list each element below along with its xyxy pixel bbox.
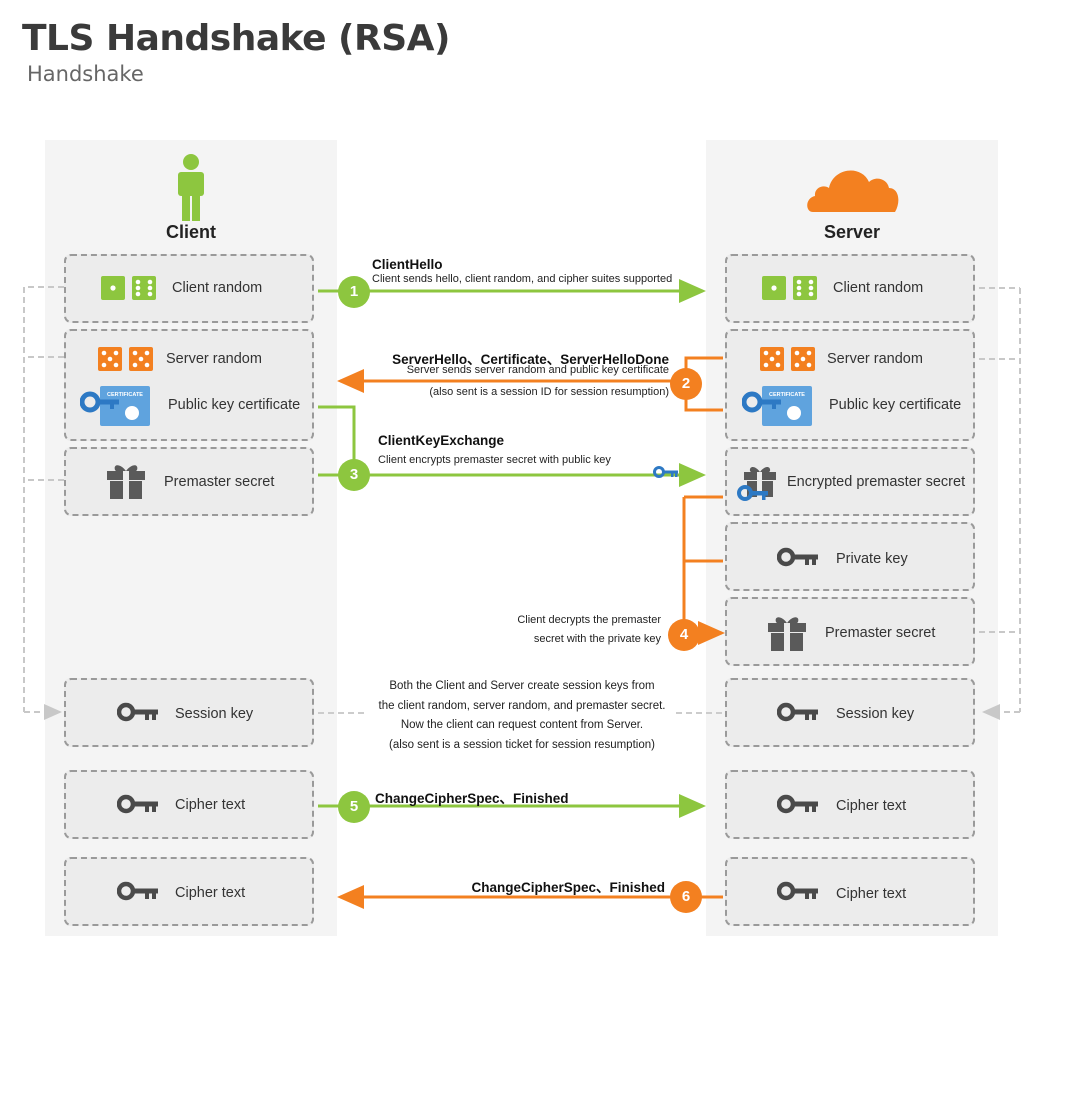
- key-icon: [777, 794, 818, 814]
- step-4-desc: Client decrypts the premaster: [517, 614, 661, 626]
- cipher-text-label: Cipher text: [836, 886, 907, 902]
- certificate-icon: CERTIFICATE: [80, 386, 150, 426]
- encrypted-gift-icon: [737, 467, 776, 501]
- step-6-title: ChangeCipherSpec、Finished: [471, 880, 665, 895]
- certificate-icon: CERTIFICATE: [742, 386, 812, 426]
- client-label: Client: [165, 222, 216, 242]
- public-cert-label: Public key certificate: [168, 397, 301, 413]
- server-random-label: Server random: [166, 351, 262, 367]
- cloud-icon: [807, 170, 899, 212]
- key-icon: [117, 794, 158, 814]
- premaster-secret-label: Premaster secret: [825, 625, 936, 641]
- cipher-text-label: Cipher text: [836, 798, 907, 814]
- session-note-line: (also sent is a session ticket for sessi…: [389, 738, 655, 751]
- key-icon: [777, 702, 818, 722]
- client-premaster-box: [64, 447, 314, 516]
- key-icon: [653, 466, 678, 478]
- client-cipher-text-box: [64, 857, 314, 926]
- dice-icon: [762, 276, 817, 300]
- session-key-label: Session key: [175, 706, 254, 722]
- step-5-badge: 5: [338, 791, 370, 823]
- server-premaster-box: [725, 597, 975, 666]
- step-2-desc: Server sends server random and public ke…: [406, 364, 669, 376]
- step-4-badge: 4: [668, 619, 700, 651]
- client-random-label: Client random: [172, 280, 263, 296]
- diagram-subtitle: Handshake: [27, 62, 144, 86]
- key-icon: [117, 702, 158, 722]
- step-5-title: ChangeCipherSpec、Finished: [375, 791, 569, 806]
- server-label: Server: [823, 222, 881, 242]
- session-note-line: the client random, server random, and pr…: [378, 699, 666, 712]
- server-private-key-box: [725, 522, 975, 591]
- step-2-badge: 2: [670, 368, 702, 400]
- diagram-title: TLS Handshake (RSA): [22, 18, 450, 59]
- step-2-desc-2: (also sent is a session ID for session r…: [429, 386, 669, 398]
- dice-icon: [98, 347, 153, 371]
- session-key-label: Session key: [836, 706, 915, 722]
- key-icon: [777, 547, 818, 567]
- step-1-desc: Client sends hello, client random, and c…: [372, 273, 673, 285]
- cipher-text-label: Cipher text: [175, 797, 246, 813]
- dice-icon: [760, 347, 815, 371]
- client-cipher-text-box: [64, 770, 314, 839]
- session-note-line: Now the client can request content from …: [400, 719, 644, 731]
- session-key-note: Both the Client and Server create sessio…: [362, 677, 682, 755]
- client-session-key-box: [64, 678, 314, 747]
- step-1-title: ClientHello: [372, 257, 443, 272]
- step-6-badge: 6: [670, 881, 702, 913]
- key-icon: [777, 881, 818, 901]
- session-note-line: Both the Client and Server create sessio…: [389, 680, 655, 692]
- step-1-badge: 1: [338, 276, 370, 308]
- premaster-secret-label: Premaster secret: [164, 474, 275, 490]
- svg-text:CERTIFICATE: CERTIFICATE: [769, 392, 805, 398]
- step-3-title: ClientKeyExchange: [378, 433, 505, 448]
- step-3-badge: 3: [338, 459, 370, 491]
- server-random-label: Server random: [827, 351, 923, 367]
- gift-icon: [768, 617, 806, 651]
- server-cipher-text-box: [725, 770, 975, 839]
- public-cert-label: Public key certificate: [829, 397, 962, 413]
- dice-icon: [101, 276, 156, 300]
- step-4-desc-2: secret with the private key: [533, 633, 661, 645]
- step-2-title: ServerHello、Certificate、ServerHelloDone: [392, 352, 669, 367]
- server-session-key-box: [725, 678, 975, 747]
- gift-icon: [107, 465, 145, 499]
- svg-text:CERTIFICATE: CERTIFICATE: [107, 392, 143, 398]
- encrypted-premaster-label: Encrypted premaster secret: [787, 474, 966, 490]
- server-cipher-text-box: [725, 857, 975, 926]
- person-icon: [178, 154, 204, 221]
- step-3-desc: Client encrypts premaster secret with pu…: [378, 454, 611, 466]
- client-random-label: Client random: [833, 280, 924, 296]
- cipher-text-label: Cipher text: [175, 885, 246, 901]
- key-icon: [117, 881, 158, 901]
- private-key-label: Private key: [836, 551, 908, 567]
